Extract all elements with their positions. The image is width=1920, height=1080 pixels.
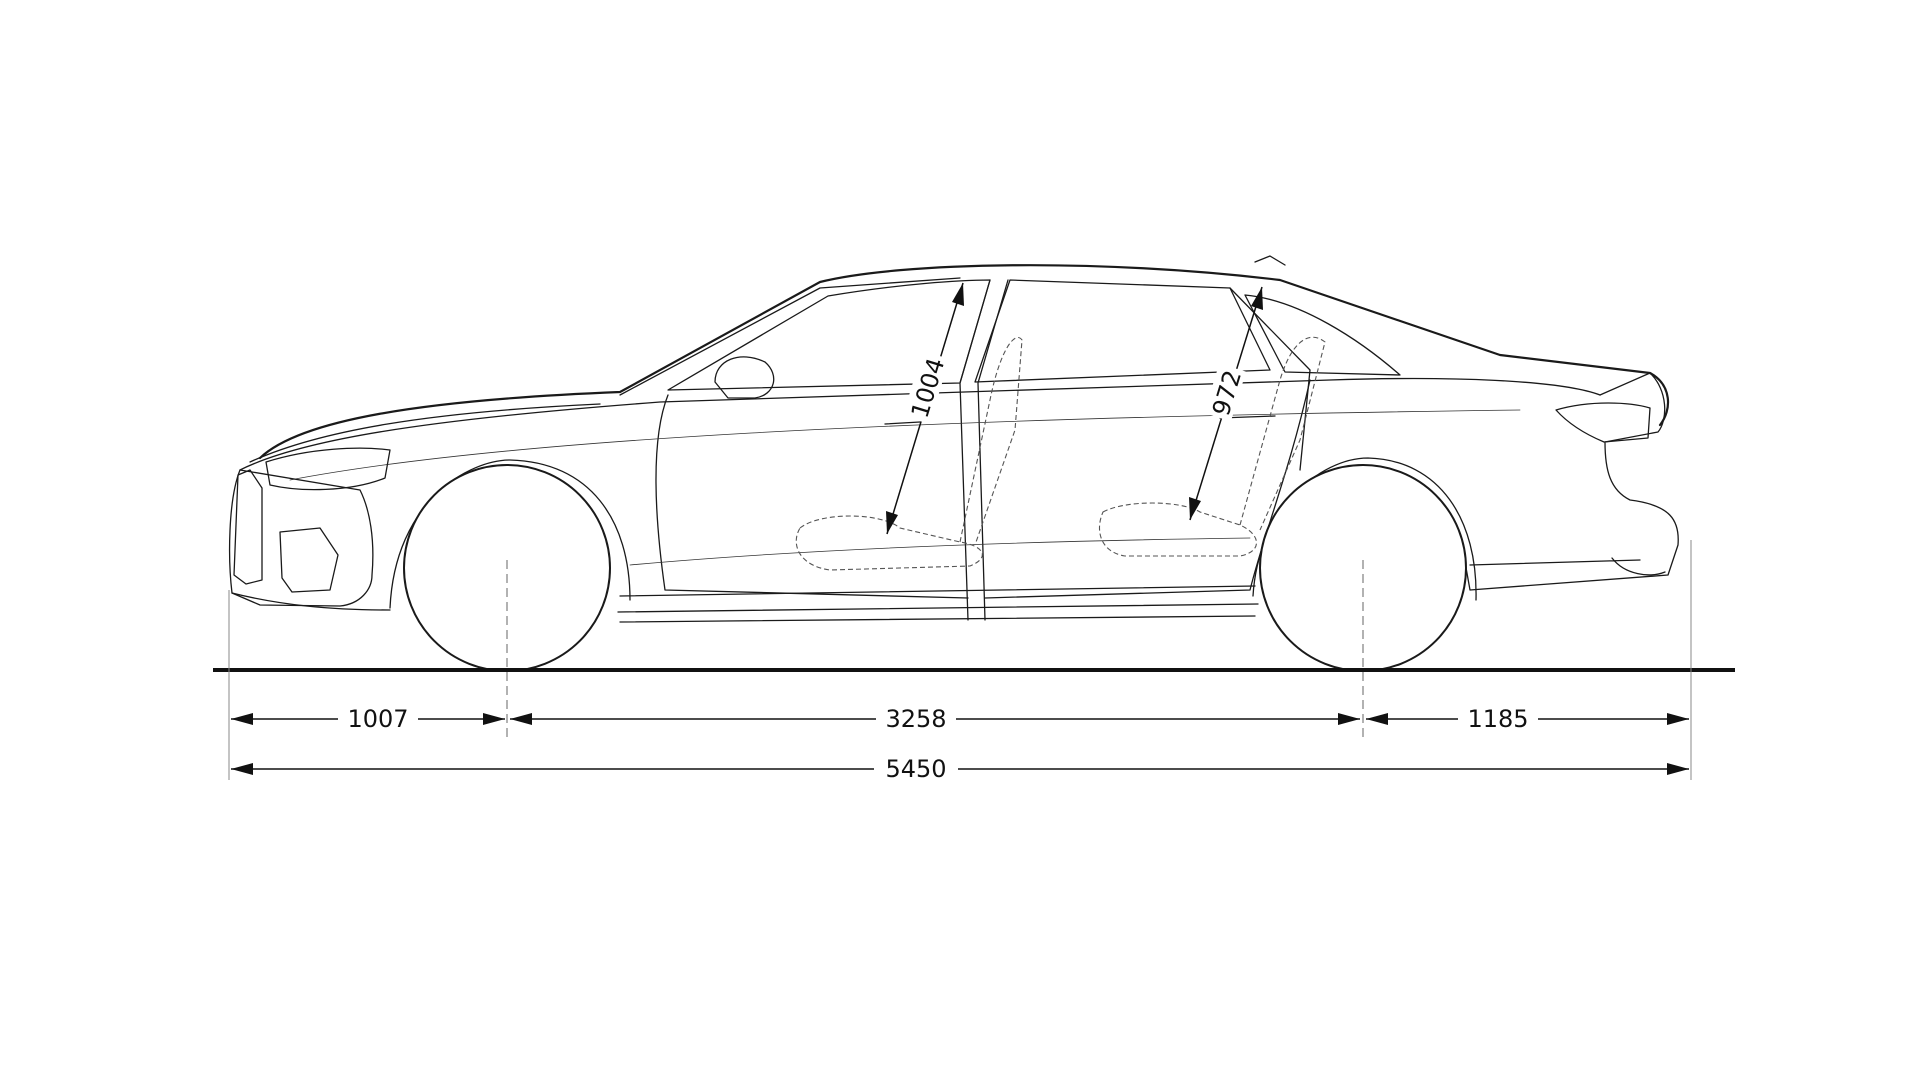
trunk-spoiler [1254,255,1286,266]
rear-headroom-label: 972 [1207,367,1247,419]
front-overhang-label: 1007 [347,705,408,733]
arrow [1366,713,1388,725]
rear-diffuser [1469,557,1666,576]
headroom-dimensions: 1004 972 [886,282,1263,535]
arrow [1338,713,1360,725]
windshield [619,277,961,396]
waist-line [289,409,1521,481]
car-side-outline [228,255,1679,623]
arrow [231,763,253,775]
arrow [231,713,253,725]
arrow [952,283,964,306]
c-pillar [1229,287,1311,471]
b-pillar [959,279,991,621]
arrow [483,713,505,725]
lower-character-line [629,537,1251,566]
length-dimensions: 1007 3258 1185 5450 [231,703,1689,783]
front-grille [233,469,263,585]
taillight [1555,402,1651,443]
b-pillar-2 [977,279,1009,621]
roof-line [258,264,1670,460]
arrow [1667,713,1689,725]
wheelbase-label: 3258 [885,705,946,733]
shoulder-line [239,377,1601,471]
wheels [389,457,1477,740]
rear-fascia [1464,372,1679,591]
front-fascia [228,469,374,607]
arrow [1251,287,1263,310]
arrow [886,511,898,534]
front-door-handle [884,421,921,425]
seat-outlines [795,336,1326,571]
arrow [1189,497,1201,520]
overall-length-label: 5450 [885,755,946,783]
side-mirror [714,356,775,399]
arrow [1667,763,1689,775]
arrow [510,713,532,725]
front-air-intake [279,527,339,593]
rear-side-window [974,279,1271,383]
rear-quarter-window [1244,294,1401,376]
rear-door [984,379,1311,599]
extension-lines [228,540,1692,780]
front-lip [231,592,391,611]
headlight [265,447,391,491]
rear-seat [1099,336,1326,557]
front-seat [795,337,1023,571]
rear-overhang-label: 1185 [1467,705,1528,733]
front-headroom-label: 1004 [906,355,951,422]
side-sill [617,585,1259,623]
front-door [655,394,969,599]
hood-line [249,403,601,463]
